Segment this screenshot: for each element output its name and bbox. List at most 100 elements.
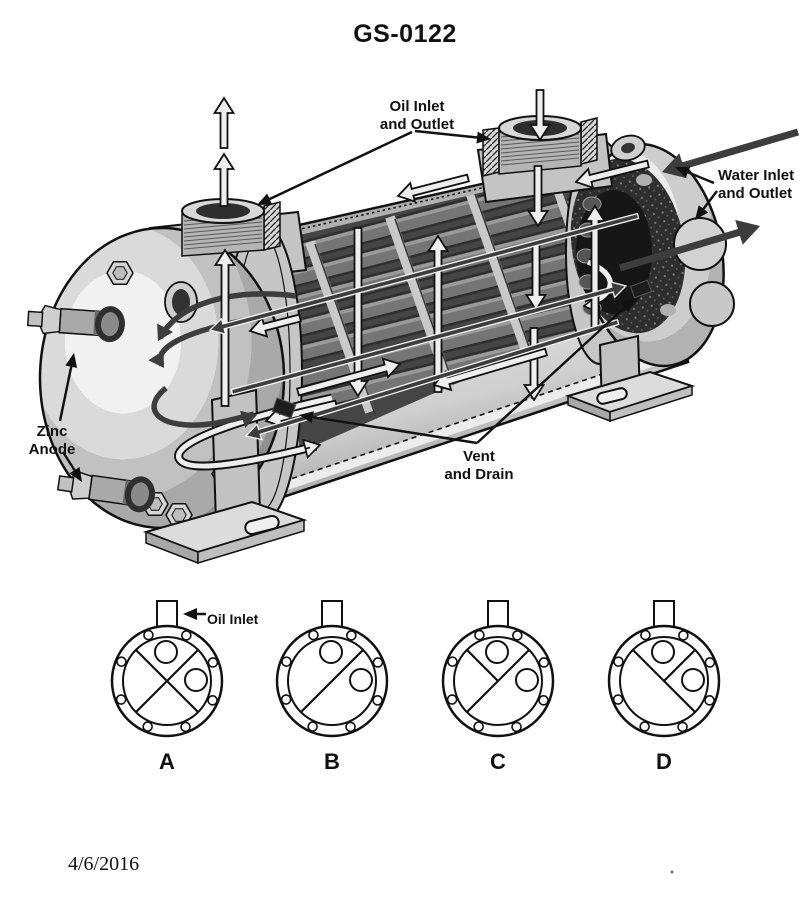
- port-hole-top: [319, 640, 343, 664]
- water-port-label-line1: Water Inlet: [718, 167, 794, 184]
- oil-flow-arrow: [528, 89, 552, 142]
- thread-line: [183, 241, 263, 250]
- left-bonnet: [26, 221, 303, 530]
- bolt-hole: [512, 630, 523, 641]
- label-leader-arrow: [183, 608, 206, 620]
- oil-port-label-line1: Oil Inlet: [389, 98, 444, 115]
- cut-hatch: [263, 201, 281, 251]
- bolt-hole: [639, 721, 650, 732]
- bolt-hole: [308, 629, 319, 641]
- oil-inlet-nub: [653, 600, 675, 629]
- arrow-head: [302, 438, 322, 459]
- cut-hatch: [580, 117, 598, 165]
- thread-line: [500, 141, 580, 150]
- bolt-hole: [473, 721, 484, 732]
- cap-oil-inlet-label: Oil Inlet: [207, 611, 259, 627]
- port-hole-right: [515, 668, 539, 692]
- cap-letter-a: A: [159, 749, 175, 774]
- label-leader-arrow: [695, 190, 718, 220]
- bolt-hole: [538, 695, 549, 706]
- oil-flow-arrow: [526, 165, 550, 228]
- water-inlet-outlet-arrow: [662, 128, 799, 179]
- bolt-hole: [372, 695, 383, 706]
- bolt-hole: [446, 694, 458, 705]
- thread-line: [183, 229, 263, 238]
- oil-inlet-port: [476, 115, 614, 204]
- port-hole-top: [651, 640, 675, 664]
- end-cap-option-c: [441, 600, 555, 738]
- bolt-hole: [180, 721, 191, 733]
- baffle: [465, 190, 535, 364]
- bolt-hole: [207, 695, 218, 706]
- bolt-hole: [372, 657, 384, 668]
- water-uturn-arrow: [151, 385, 255, 428]
- stray-dot: [670, 870, 674, 874]
- tubesheet-hole: [636, 174, 652, 186]
- bolt-hole: [280, 694, 292, 705]
- page-title: GS-0122: [353, 20, 457, 48]
- vent-drain-label-line1: Vent: [463, 448, 495, 465]
- zinc-anode-label-line1: Zinc: [37, 423, 68, 440]
- vent-plug: [271, 397, 297, 419]
- oil-port-label-line2: and Outlet: [380, 116, 454, 133]
- port-hole-top: [154, 640, 178, 664]
- bolt-hole: [281, 656, 292, 667]
- flow-arrows: [58, 89, 799, 620]
- zinc-anode-label-line2: Anode: [29, 441, 76, 458]
- baffle-edge: [474, 193, 536, 365]
- hex-bolt: [106, 260, 134, 286]
- water-port-boss-lower: [689, 281, 735, 327]
- foot-slot: [244, 514, 280, 536]
- bolt-hole: [307, 721, 318, 732]
- oil-flow-arrow: [574, 159, 650, 189]
- bolt-hole: [447, 656, 458, 667]
- end-cap-option-b: [275, 600, 389, 738]
- oil-flow-arrow: [212, 152, 236, 207]
- vent-drain-label-line2: and Drain: [444, 466, 513, 483]
- water-flow-arrow: [244, 318, 620, 441]
- pass-partition-line: [300, 649, 364, 713]
- port-hole-right: [184, 668, 208, 692]
- label-leader-arrow: [675, 166, 715, 185]
- pass-partition-line: [466, 649, 499, 682]
- oil-inlet-nub: [487, 600, 509, 629]
- oil-inlet-nub: [321, 600, 343, 629]
- bolt-hole: [511, 721, 522, 733]
- bolt-hole: [116, 656, 127, 667]
- bolt-hole: [143, 629, 154, 641]
- thread-line: [500, 157, 580, 166]
- water-inlet-outlet-arrow: [619, 219, 760, 272]
- water-uturn-arrow: [157, 291, 297, 340]
- bolt-hole: [115, 694, 127, 705]
- bolt-hole: [704, 657, 716, 668]
- water-port-label-line2: and Outlet: [718, 185, 792, 202]
- label-leader-arrow: [476, 298, 635, 444]
- cap-letter-b: B: [324, 749, 340, 774]
- oil-flow-arrow: [522, 327, 546, 402]
- thread-line: [500, 145, 580, 154]
- port-hole-right: [349, 668, 373, 692]
- thread-line: [183, 221, 263, 230]
- mounting-foot-right: [564, 334, 696, 423]
- thread-line: [500, 153, 580, 162]
- port-hole-top: [485, 640, 509, 664]
- oil-flow-arrow: [524, 243, 548, 312]
- oil-flow-arrow: [212, 96, 236, 149]
- bolt-hole: [678, 630, 689, 641]
- thread-line: [183, 225, 263, 234]
- bolt-hole: [677, 721, 688, 733]
- bolt-hole: [538, 657, 550, 668]
- water-flow-arrow: [208, 212, 640, 336]
- label-leader-arrow: [414, 129, 491, 144]
- bolt-hole: [704, 695, 715, 706]
- label-leader-arrow: [299, 411, 478, 445]
- oil-flow-arrow: [396, 173, 471, 203]
- tubesheet-hole: [660, 304, 676, 316]
- bolt-hole: [612, 694, 624, 705]
- oil-flow-arrow: [583, 204, 607, 329]
- pass-partition-line: [663, 649, 696, 682]
- bolt-hole: [181, 630, 192, 641]
- bolt-hole: [207, 657, 219, 668]
